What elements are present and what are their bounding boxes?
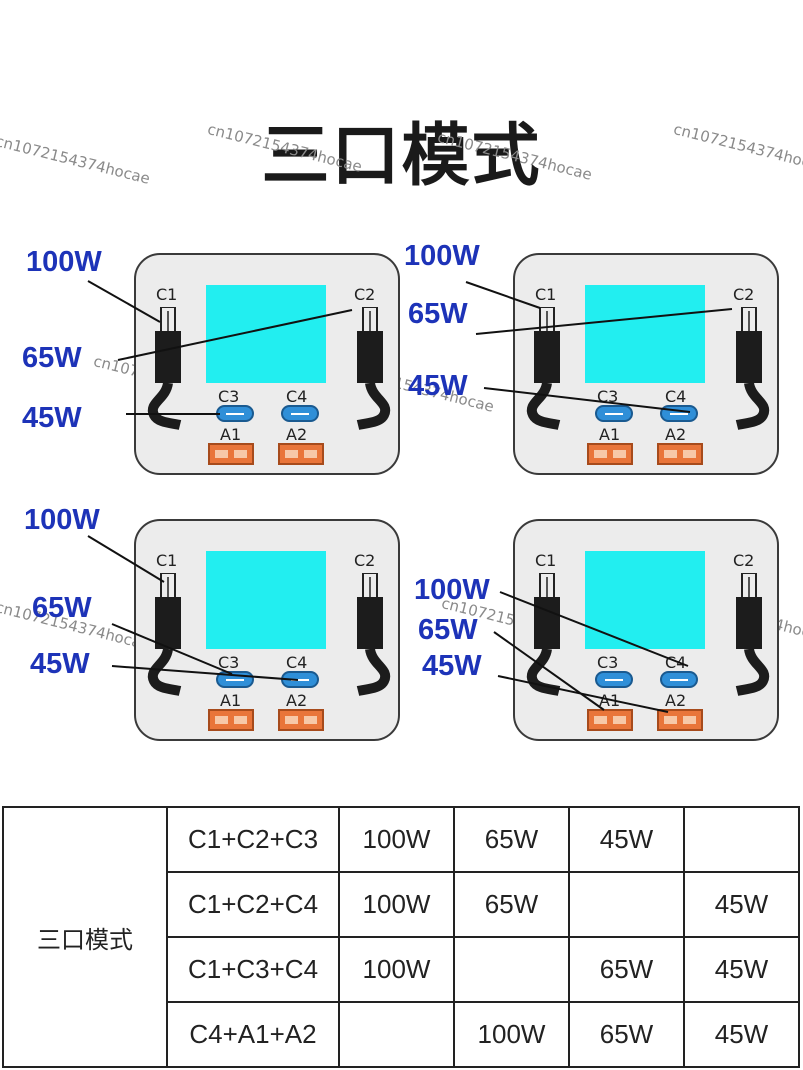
cable-plug-icon	[735, 573, 770, 696]
port-label-c3: C3	[218, 387, 240, 406]
value-cell: 45W	[683, 871, 800, 938]
usb-c-port-c3	[595, 405, 633, 422]
combo-cell: C1+C2+C3	[166, 806, 340, 873]
value-cell: 100W	[453, 1001, 570, 1068]
usb-a-port-a2	[278, 709, 324, 731]
port-label-a2: A2	[286, 691, 308, 710]
charger-panel-4: C1 C2 C3 C4 A1 A2	[513, 519, 779, 741]
value-cell: 65W	[568, 1001, 685, 1068]
watt-label: 45W	[22, 402, 82, 434]
usb-a-port-a1	[208, 443, 254, 465]
page-title: 三口模式	[261, 117, 542, 196]
port-label-c4: C4	[286, 653, 308, 672]
watt-label: 65W	[22, 342, 82, 374]
cable-plug-icon	[356, 307, 391, 430]
charger-panel-3: C1 C2 C3 C4 A1 A2	[134, 519, 400, 741]
port-label-c1: C1	[535, 551, 557, 570]
port-label-c3: C3	[597, 653, 619, 672]
usb-a-port-a1	[587, 709, 633, 731]
port-label-a2: A2	[665, 425, 687, 444]
value-cell	[568, 871, 685, 938]
usb-c-port-c4	[281, 405, 319, 422]
leader-lines	[87, 280, 733, 713]
watt-label: 100W	[414, 574, 490, 606]
cable-plug-icon	[147, 573, 182, 696]
value-cell	[683, 806, 800, 873]
combo-cell: C1+C2+C4	[166, 871, 340, 938]
port-label-c2: C2	[354, 551, 376, 570]
port-label-c2: C2	[733, 551, 755, 570]
table-row: 三口模式 C1+C2+C3 100W 65W 45W	[2, 806, 800, 1068]
value-cell: 45W	[683, 1001, 800, 1068]
combo-cell: C1+C3+C4	[166, 936, 340, 1003]
cable-plug-icon	[735, 307, 770, 430]
watt-label: 65W	[408, 298, 468, 330]
table-row: C4+A1+A2 100W 65W 45W	[3, 1001, 800, 1068]
port-label-c1: C1	[156, 551, 178, 570]
usb-a-port-a1	[208, 709, 254, 731]
port-label-a1: A1	[220, 691, 242, 710]
usb-a-port-a1	[587, 443, 633, 465]
table-row: C1+C3+C4 100W 65W 45W	[3, 936, 800, 1003]
value-cell: 65W	[453, 871, 570, 938]
value-cell: 45W	[683, 936, 800, 1003]
watt-label: 45W	[408, 370, 468, 402]
port-label-c3: C3	[218, 653, 240, 672]
charger-panel-2: C1 C2 C3 C4 A1 A2	[513, 253, 779, 475]
value-cell	[453, 936, 570, 1003]
value-cell: 45W	[568, 806, 685, 873]
value-cell: 100W	[338, 806, 455, 873]
port-label-c4: C4	[665, 387, 687, 406]
port-label-a2: A2	[286, 425, 308, 444]
value-cell: 65W	[453, 806, 570, 873]
usb-a-port-a2	[278, 443, 324, 465]
usb-a-port-a2	[657, 709, 703, 731]
watt-label: 45W	[422, 650, 482, 682]
watt-label: 100W	[24, 504, 100, 536]
port-label-a1: A1	[599, 425, 621, 444]
mode-label-cell: 三口模式	[2, 806, 168, 1068]
watt-label: 45W	[30, 648, 90, 680]
watt-label: 65W	[32, 592, 92, 624]
charger-panel-1: C1 C2 C3 C4 A1 A2	[134, 253, 400, 475]
display-screen	[206, 551, 326, 649]
cable-plug-icon	[356, 573, 391, 696]
watt-label: 65W	[418, 614, 478, 646]
usb-c-port-c3	[595, 671, 633, 688]
value-cell: 100W	[338, 871, 455, 938]
usb-c-port-c4	[660, 671, 698, 688]
usb-a-port-a2	[657, 443, 703, 465]
port-label-c1: C1	[156, 285, 178, 304]
value-cell: 65W	[568, 936, 685, 1003]
port-label-c2: C2	[354, 285, 376, 304]
port-label-c2: C2	[733, 285, 755, 304]
mode-table: 三口模式 C1+C2+C3 100W 65W 45W C1+C2+C4 100W…	[2, 806, 800, 1068]
port-label-a2: A2	[665, 691, 687, 710]
combo-cell: C4+A1+A2	[166, 1001, 340, 1068]
watt-label: 100W	[26, 246, 102, 278]
watt-label: 100W	[404, 240, 480, 272]
display-screen	[206, 285, 326, 383]
port-label-c1: C1	[535, 285, 557, 304]
port-label-a1: A1	[220, 425, 242, 444]
port-label-c4: C4	[665, 653, 687, 672]
cable-plug-icon	[526, 573, 561, 696]
port-label-c4: C4	[286, 387, 308, 406]
value-cell	[338, 1001, 455, 1068]
value-cell: 100W	[338, 936, 455, 1003]
table-row: C1+C2+C4 100W 65W 45W	[3, 871, 800, 938]
display-screen	[585, 285, 705, 383]
